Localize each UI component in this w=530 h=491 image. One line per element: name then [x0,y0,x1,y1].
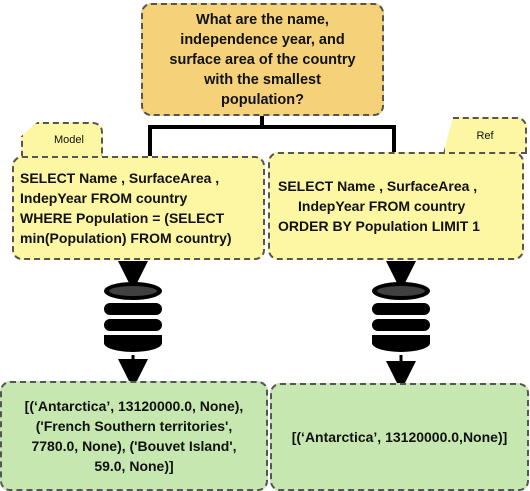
ref-result-line: [(‘Antarctica’, 13120000.0,None)] [291,429,508,445]
model-result-line: 59.0, None)] [94,458,174,474]
question-line: with the smallest [204,71,321,88]
model-sql-line: SELECT Name , SurfaceArea , [20,170,220,186]
ref-tag: Ref [443,117,527,154]
model-sql-line: IndepYear FROM country [20,190,188,206]
ref-sql-line: ORDER BY Population LIMIT 1 [278,218,480,234]
ref-tag-label: Ref [476,129,494,142]
model-sql-box: SELECT Name , SurfaceArea , IndepYear FR… [12,156,265,260]
question-text: What are the name, independence year, an… [169,10,355,110]
ref-sql-line: IndepYear FROM country [298,198,466,214]
model-result-line: ('French Southern territories', [35,418,233,434]
ref-sql-line: SELECT Name , SurfaceArea , [278,178,478,194]
model-result-box: [(‘Antarctica’, 13120000.0, None), ('Fre… [0,381,268,491]
question-line: independence year, and [180,31,345,48]
model-result-line: [(‘Antarctica’, 13120000.0, None), [24,398,244,414]
model-result-line: 7780.0, None), ('Bouvet Island', [31,438,237,454]
question-line: surface area of the country [169,51,356,68]
model-tag: Model [21,122,103,158]
model-sql-text: SELECT Name , SurfaceArea , IndepYear FR… [20,168,232,248]
question-line: What are the name, [196,11,329,28]
model-result-text: [(‘Antarctica’, 13120000.0, None), ('Fre… [25,396,244,476]
model-sql-line: WHERE Population = (SELECT [20,210,225,226]
question-line: population? [221,91,304,108]
model-sql-line: min(Population) FROM country) [20,230,232,246]
database-icon [372,282,430,352]
question-box: What are the name, independence year, an… [141,3,384,116]
database-icon [104,282,162,352]
ref-sql-box: SELECT Name , SurfaceArea , IndepYear FR… [268,152,524,260]
ref-result-box: [(‘Antarctica’, 13120000.0,None)] [270,383,529,491]
model-tag-label: Model [54,134,84,146]
ref-sql-text: SELECT Name , SurfaceArea , IndepYear FR… [278,176,480,236]
